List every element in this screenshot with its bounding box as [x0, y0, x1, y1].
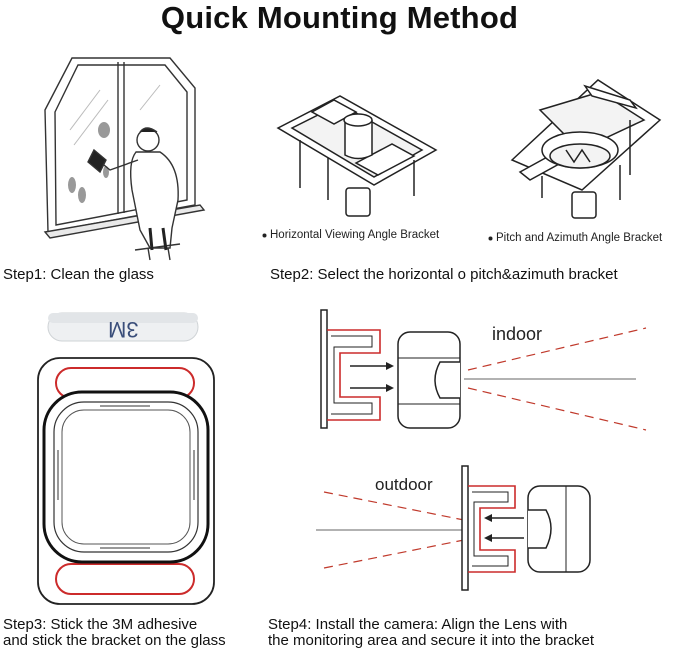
horizontal-bracket-caption: Horizontal Viewing Angle Bracket — [270, 229, 440, 241]
step4-label-line2: the monitoring area and secure it into t… — [268, 632, 595, 649]
bullet-icon — [262, 233, 267, 238]
outdoor-label: outdoor — [375, 475, 433, 494]
page-title: Quick Mounting Method — [160, 0, 519, 35]
step2-label: Step2: Select the horizontal o pitch&azi… — [270, 266, 618, 283]
bullet-icon — [488, 236, 493, 241]
step3-label-line1: Step3: Stick the 3M adhesive — [3, 616, 198, 633]
pitch-bracket-caption: Pitch and Azimuth Angle Bracket — [496, 232, 663, 244]
indoor-label: indoor — [492, 324, 543, 344]
step3-label-line2: and stick the bracket on the glass — [3, 632, 226, 649]
step4-label-line1: Step4: Install the camera: Align the Len… — [268, 616, 568, 633]
step1-label: Step1: Clean the glass — [3, 266, 154, 283]
